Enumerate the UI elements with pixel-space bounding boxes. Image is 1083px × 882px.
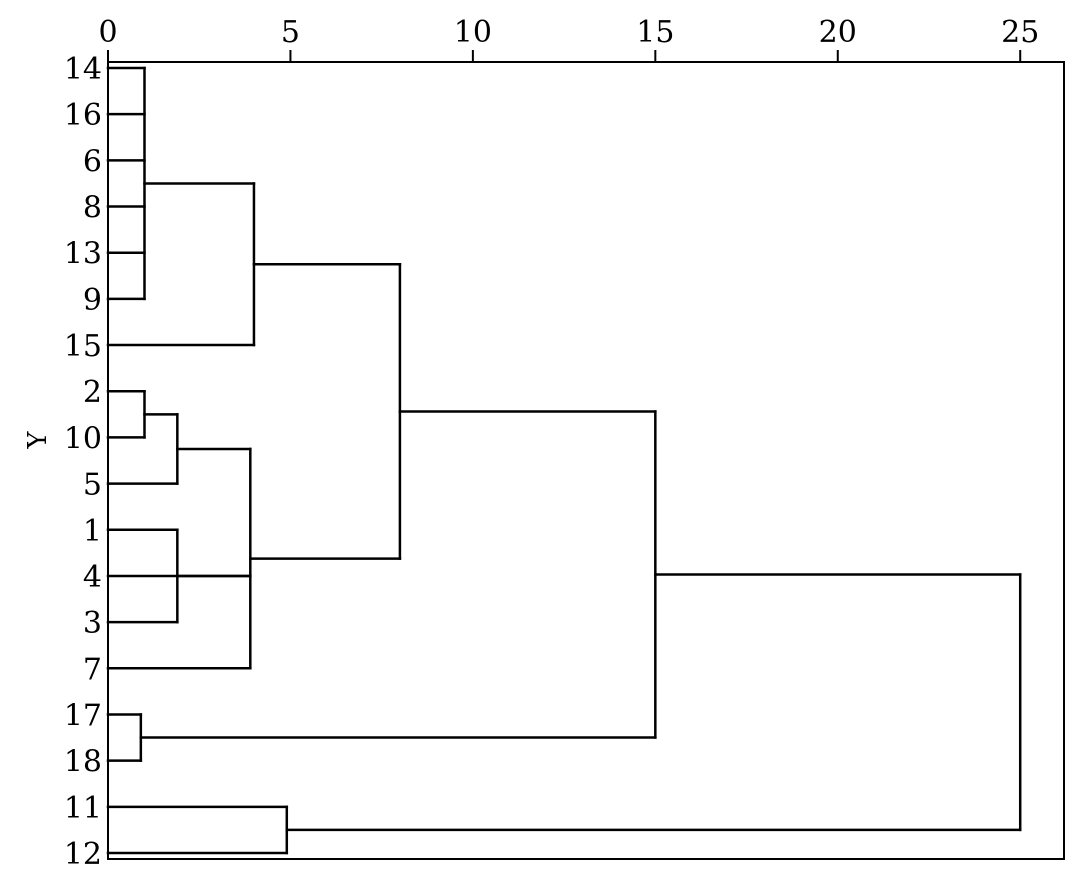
x-tick-label-1: 5 <box>281 15 300 50</box>
leaf-label-5: 5 <box>83 468 102 503</box>
leaf-label-14: 14 <box>64 52 102 87</box>
leaf-label-13: 13 <box>64 237 102 272</box>
leaf-label-9: 9 <box>83 283 102 318</box>
x-tick-label-2: 10 <box>454 15 492 50</box>
y-axis-title: Y <box>23 431 53 450</box>
leaf-label-17: 17 <box>64 698 102 733</box>
x-tick-label-4: 20 <box>819 15 857 50</box>
dendrogram-links <box>106 66 1022 855</box>
leaf-label-18: 18 <box>64 745 102 780</box>
x-axis-ticks: 0 5 10 15 20 25 <box>98 15 1039 62</box>
leaf-label-7: 7 <box>83 652 102 687</box>
x-tick-label-0: 0 <box>98 15 117 50</box>
leaf-label-8: 8 <box>83 191 102 226</box>
plot-frame <box>107 61 1065 860</box>
x-tick-label-5: 25 <box>1001 15 1039 50</box>
leaf-label-2: 2 <box>83 375 102 410</box>
leaf-label-1: 1 <box>83 514 102 549</box>
leaf-label-12: 12 <box>64 837 102 872</box>
leaf-label-6: 6 <box>83 144 102 179</box>
leaf-label-16: 16 <box>64 98 102 133</box>
leaf-label-11: 11 <box>64 791 102 826</box>
leaf-label-3: 3 <box>83 606 102 641</box>
leaf-label-10: 10 <box>64 421 102 456</box>
leaf-label-15: 15 <box>64 329 102 364</box>
leaf-label-4: 4 <box>83 560 102 595</box>
x-tick-label-3: 15 <box>636 15 674 50</box>
